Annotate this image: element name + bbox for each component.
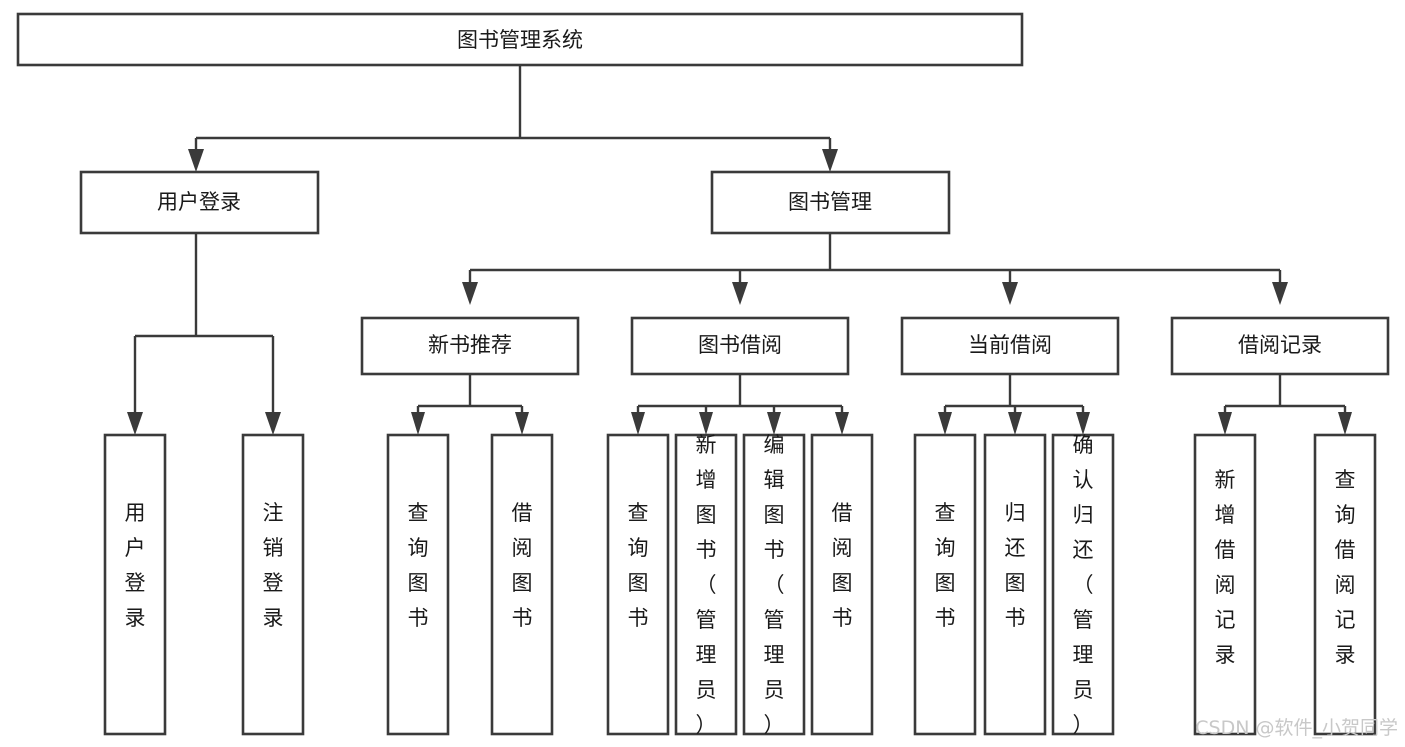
leaf-user-login-box[interactable] bbox=[103, 433, 167, 736]
arrow-leaf-borrow-book-1 bbox=[515, 412, 529, 435]
leaf-query-book-1-label: 查询图书 bbox=[408, 501, 429, 630]
current-borrow-label: 当前借阅 bbox=[968, 333, 1052, 357]
arrow-borrow-record bbox=[1272, 282, 1288, 305]
node-book-borrow[interactable]: 图书借阅 bbox=[630, 316, 850, 376]
arrow-new-book-rec bbox=[462, 282, 478, 305]
leaf-user-login-label: 用户登录 bbox=[125, 501, 146, 630]
leaf-return-book-box[interactable] bbox=[983, 433, 1047, 736]
arrow-leaf-query-record bbox=[1338, 412, 1352, 435]
leaf-borrow-book-1-box[interactable] bbox=[490, 433, 554, 736]
node-root[interactable]: 图书管理系统 bbox=[16, 12, 1024, 67]
new-book-rec-box[interactable] bbox=[360, 316, 580, 376]
leaf-add-record-label: 新增借阅记录 bbox=[1215, 468, 1236, 667]
leaf-confirm-return-label: 确认归还（管理员） bbox=[1073, 433, 1094, 737]
leaf-query-record-label: 查询借阅记录 bbox=[1335, 468, 1356, 667]
leaf-query-record[interactable]: 查询借阅记录 bbox=[1313, 433, 1377, 736]
leaf-query-book-1[interactable]: 查询图书 bbox=[386, 433, 450, 736]
arrow-leaf-borrow-book-2 bbox=[835, 412, 849, 435]
leaf-query-book-3[interactable]: 查询图书 bbox=[913, 433, 977, 736]
arrow-leaf-query-book-2 bbox=[631, 412, 645, 435]
borrow-record-label: 借阅记录 bbox=[1238, 333, 1322, 357]
leaf-query-book-2-box[interactable] bbox=[606, 433, 670, 736]
book-borrow-box[interactable] bbox=[630, 316, 850, 376]
leaf-query-book-2[interactable]: 查询图书 bbox=[606, 433, 670, 736]
leaf-query-book-1-box[interactable] bbox=[386, 433, 450, 736]
node-new-book-rec[interactable]: 新书推荐 bbox=[360, 316, 580, 376]
arrow-user-login bbox=[188, 149, 204, 172]
leaf-return-book[interactable]: 归还图书 bbox=[983, 433, 1047, 736]
user-login-box[interactable] bbox=[79, 170, 320, 235]
node-borrow-record[interactable]: 借阅记录 bbox=[1170, 316, 1390, 376]
leaf-confirm-return-box[interactable] bbox=[1051, 433, 1115, 736]
connector-layer bbox=[127, 65, 1352, 435]
leaf-borrow-book-2-box[interactable] bbox=[810, 433, 874, 736]
book-manage-box[interactable] bbox=[710, 170, 951, 235]
arrow-leaf-confirm-return bbox=[1076, 412, 1090, 435]
root-label: 图书管理系统 bbox=[457, 28, 583, 52]
leaf-return-book-label: 归还图书 bbox=[1005, 501, 1026, 630]
watermark: CSDN @软件_小贺同学 bbox=[1195, 717, 1398, 739]
arrow-book-manage bbox=[822, 149, 838, 172]
arrow-leaf-edit-book bbox=[767, 412, 781, 435]
leaf-query-book-3-label: 查询图书 bbox=[935, 501, 956, 630]
leaf-edit-book-box[interactable] bbox=[742, 433, 806, 736]
root-box[interactable] bbox=[16, 12, 1024, 67]
book-manage-label: 图书管理 bbox=[788, 190, 872, 214]
leaf-query-book-2-label: 查询图书 bbox=[628, 501, 649, 630]
leaf-edit-book-label: 编辑图书（管理员） bbox=[764, 433, 785, 737]
arrow-leaf-add-book bbox=[699, 412, 713, 435]
arrow-leaf-logout bbox=[265, 412, 281, 435]
user-login-label: 用户登录 bbox=[157, 190, 241, 214]
leaf-add-record-box[interactable] bbox=[1193, 433, 1257, 736]
leaf-logout-box[interactable] bbox=[241, 433, 305, 736]
book-borrow-label: 图书借阅 bbox=[698, 333, 782, 357]
arrow-leaf-query-book-1 bbox=[411, 412, 425, 435]
leaf-add-book-label: 新增图书（管理员） bbox=[696, 433, 717, 737]
leaf-user-login[interactable]: 用户登录 bbox=[103, 433, 167, 736]
leaf-query-book-3-box[interactable] bbox=[913, 433, 977, 736]
leaf-borrow-book-1-label: 借阅图书 bbox=[512, 501, 533, 630]
arrow-current-borrow bbox=[1002, 282, 1018, 305]
arrow-leaf-user-login bbox=[127, 412, 143, 435]
leaf-logout[interactable]: 注销登录 bbox=[241, 433, 305, 736]
leaf-query-record-box[interactable] bbox=[1313, 433, 1377, 736]
arrow-leaf-add-record bbox=[1218, 412, 1232, 435]
leaf-logout-label: 注销登录 bbox=[263, 501, 284, 630]
arrow-book-borrow bbox=[732, 282, 748, 305]
leaf-edit-book[interactable]: 编辑图书（管理员） bbox=[742, 433, 806, 737]
current-borrow-box[interactable] bbox=[900, 316, 1120, 376]
leaf-add-record[interactable]: 新增借阅记录 bbox=[1193, 433, 1257, 736]
arrow-leaf-return-book bbox=[1008, 412, 1022, 435]
leaf-add-book[interactable]: 新增图书（管理员） bbox=[674, 433, 738, 737]
leaf-borrow-book-1[interactable]: 借阅图书 bbox=[490, 433, 554, 736]
node-current-borrow[interactable]: 当前借阅 bbox=[900, 316, 1120, 376]
node-user-login[interactable]: 用户登录 bbox=[79, 170, 320, 235]
new-book-rec-label: 新书推荐 bbox=[428, 333, 512, 357]
leaf-confirm-return[interactable]: 确认归还（管理员） bbox=[1051, 433, 1115, 737]
leaf-borrow-book-2-label: 借阅图书 bbox=[832, 501, 853, 630]
borrow-record-box[interactable] bbox=[1170, 316, 1390, 376]
arrow-leaf-query-book-3 bbox=[938, 412, 952, 435]
leaf-add-book-box[interactable] bbox=[674, 433, 738, 736]
leaf-borrow-book-2[interactable]: 借阅图书 bbox=[810, 433, 874, 736]
node-book-manage[interactable]: 图书管理 bbox=[710, 170, 951, 235]
